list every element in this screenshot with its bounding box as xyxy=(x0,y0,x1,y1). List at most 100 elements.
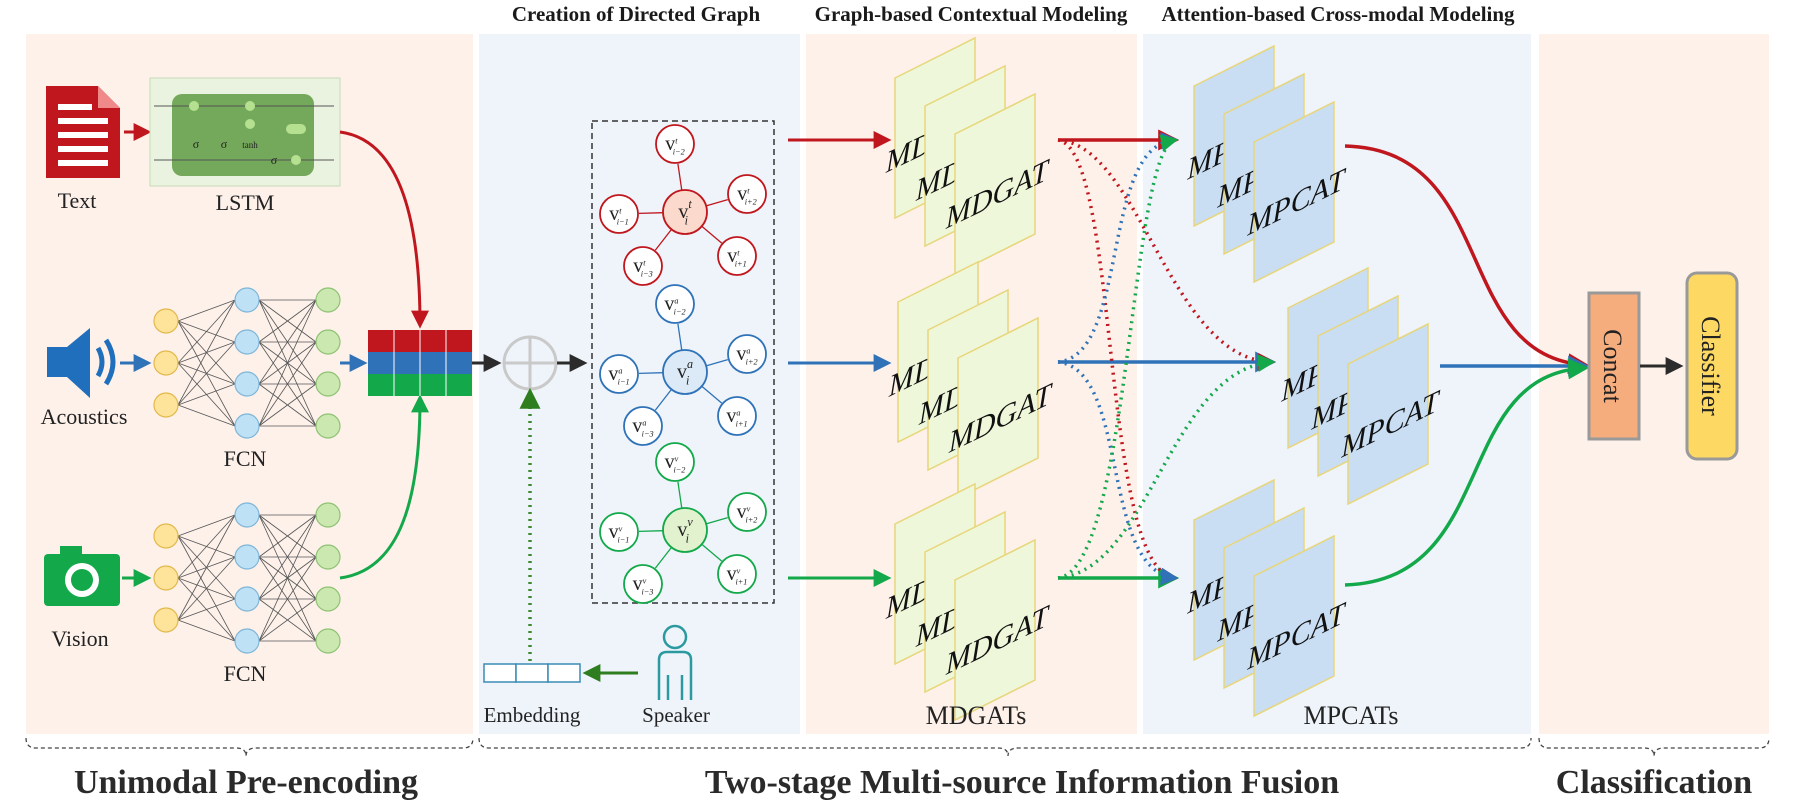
graph-neighbor-node xyxy=(599,354,639,394)
graph-center-node xyxy=(662,349,708,395)
lstm-gate-tanh: tanh xyxy=(242,140,258,150)
fcn-neuron xyxy=(315,371,341,397)
section-unimodal-pre-encoding: Unimodal Pre-encoding xyxy=(74,764,418,801)
fcn-acoustic-network xyxy=(153,287,341,439)
graph-neighbor-node xyxy=(727,492,767,532)
graph-center-node xyxy=(662,507,708,553)
fcn-neuron xyxy=(153,392,179,418)
graph-neighbor-node xyxy=(655,124,695,164)
speaker-person-icon xyxy=(657,624,693,700)
label-speaker: Speaker xyxy=(642,703,710,727)
fcn-neuron xyxy=(153,523,179,549)
label-fcn-acoustic: FCN xyxy=(224,446,267,471)
graph-neighbor-node xyxy=(599,512,639,552)
panel-graph xyxy=(479,34,800,734)
section-multi-source-fusion: Two-stage Multi-source Information Fusio… xyxy=(705,764,1339,801)
add-operator-icon xyxy=(502,335,558,391)
fcn-vision-network xyxy=(153,502,341,654)
fcn-neuron xyxy=(315,544,341,570)
lstm-gate-sigma-2: σ xyxy=(221,137,228,151)
fcn-neuron xyxy=(153,607,179,633)
fcn-neuron xyxy=(234,287,260,313)
fcn-neuron xyxy=(234,502,260,528)
fcn-neuron xyxy=(315,329,341,355)
lstm-cell-icon: σ σ tanh σ xyxy=(149,77,341,187)
fcn-neuron xyxy=(315,502,341,528)
fcn-neuron xyxy=(234,544,260,570)
fcn-neuron xyxy=(315,413,341,439)
graph-neighbor-node xyxy=(655,284,695,324)
stack-card xyxy=(957,316,1039,500)
cross-modal-dotted-links xyxy=(1057,132,1276,586)
graph-neighbor-node xyxy=(623,564,663,604)
stack-card xyxy=(1347,322,1429,506)
label-concat: Concat xyxy=(1598,329,1627,403)
graph-neighbor-node xyxy=(717,554,757,594)
title-cross-modal-modeling: Attention-based Cross-modal Modeling xyxy=(1161,2,1515,26)
label-fcn-vision: FCN xyxy=(224,661,267,686)
graph-neighbor-node xyxy=(623,246,663,286)
label-embedding: Embedding xyxy=(484,703,581,727)
stack-card xyxy=(954,538,1036,722)
mpcat-stacks: MPCATMPCATMPCATMPCATMPCATMPCATMPCATMPCAT… xyxy=(1186,44,1441,718)
section-classification: Classification xyxy=(1556,764,1753,801)
graph-dashed-frame xyxy=(591,120,775,604)
graph-neighbor-node xyxy=(717,396,757,436)
concat-block: Concat xyxy=(1587,291,1641,441)
fcn-neuron xyxy=(315,628,341,654)
fcn-neuron xyxy=(234,329,260,355)
label-lstm: LSTM xyxy=(216,190,275,215)
graph-neighbor-node xyxy=(727,174,767,214)
fcn-neuron xyxy=(234,413,260,439)
graph-neighbor-node xyxy=(623,406,663,446)
graph-neighbor-node xyxy=(599,194,639,234)
fcn-neuron xyxy=(153,565,179,591)
lstm-gate-sigma-3: σ xyxy=(271,153,278,167)
vision-camera-icon xyxy=(44,546,120,606)
mdgat-stacks: MDGATMDGATMDGATMDGATMDGATMDGATMDGATMDGAT… xyxy=(885,36,1053,722)
speaker-embedding-vector xyxy=(483,663,581,683)
label-acoustics-modality: Acoustics xyxy=(41,404,128,429)
section-braces xyxy=(25,737,1770,757)
graph-neighbor-node xyxy=(727,334,767,374)
stack-card xyxy=(954,92,1036,276)
graph-center-node xyxy=(662,189,708,235)
text-document-icon xyxy=(46,86,120,178)
fcn-neuron xyxy=(315,287,341,313)
stack-card xyxy=(1253,100,1335,284)
label-vision-modality: Vision xyxy=(51,626,108,651)
fcn-neuron xyxy=(234,628,260,654)
fcn-neuron xyxy=(153,350,179,376)
title-contextual-modeling: Graph-based Contextual Modeling xyxy=(815,2,1128,26)
label-text-modality: Text xyxy=(58,188,97,213)
lstm-gate-sigma-1: σ xyxy=(193,137,200,151)
graph-neighbor-node xyxy=(655,442,695,482)
fcn-neuron xyxy=(153,308,179,334)
fcn-neuron xyxy=(315,586,341,612)
